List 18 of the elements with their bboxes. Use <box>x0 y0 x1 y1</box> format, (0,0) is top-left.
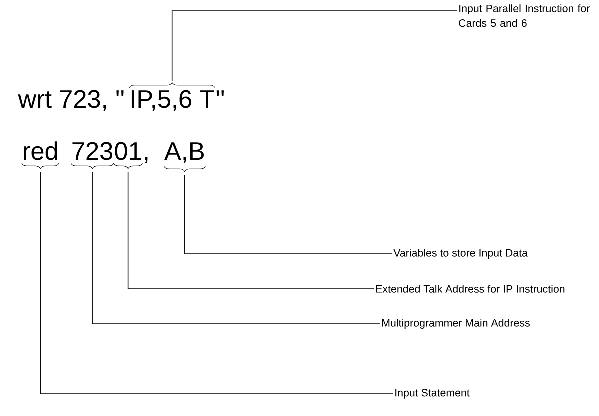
annotation-text: Input Parallel Instruction for Cards 5 and 6 <box>459 4 590 28</box>
code-text: , <box>145 157 148 164</box>
code-text: wrt 723, '' <box>18 90 124 112</box>
code-text: A,B <box>164 142 204 164</box>
code-text: 723 <box>72 142 113 160</box>
annotation-text: Multiprogrammer Main Address <box>382 319 530 329</box>
annotation-text: Extended Talk Address for IP Instruction <box>376 285 565 293</box>
annotation-text: Variables to store Input Data <box>394 249 528 259</box>
code-text: IP,5,6 T <box>132 90 214 112</box>
leader-line <box>172 10 458 82</box>
leader-line <box>92 172 380 324</box>
code-text: 01 <box>115 142 142 160</box>
leader-line <box>128 172 374 290</box>
annotation-text: Input Statement <box>396 389 470 399</box>
code-text: red <box>24 142 58 160</box>
leader-line <box>40 172 394 394</box>
code-text: '' <box>216 90 224 96</box>
leader-line <box>184 175 392 254</box>
